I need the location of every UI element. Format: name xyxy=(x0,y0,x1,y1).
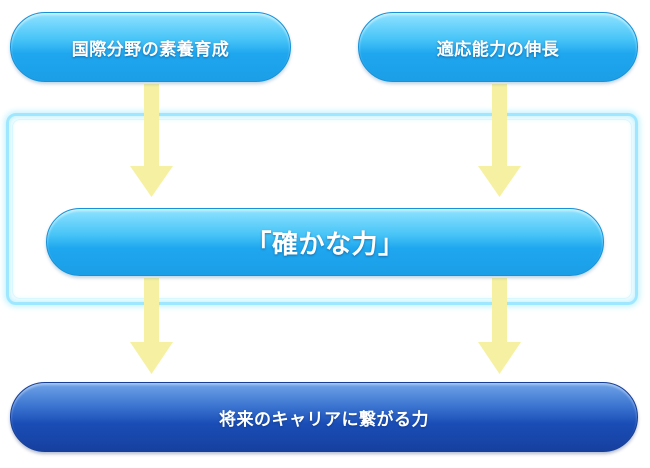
glow-frame xyxy=(6,113,638,305)
glow-frame-inner xyxy=(12,119,632,299)
node-solid-ability: 「確かな力」 xyxy=(46,208,604,276)
node-future-career-ability: 将来のキャリアに繋がる力 xyxy=(10,382,638,452)
node-international-literacy: 国際分野の素養育成 xyxy=(10,12,291,82)
arrow-top-left-to-center xyxy=(130,84,173,197)
node-adaptability-growth: 適応能力の伸長 xyxy=(358,12,638,82)
arrow-center-to-bottom-right xyxy=(478,278,521,374)
arrow-top-right-to-center xyxy=(478,84,521,197)
arrow-center-to-bottom-left xyxy=(130,278,173,374)
